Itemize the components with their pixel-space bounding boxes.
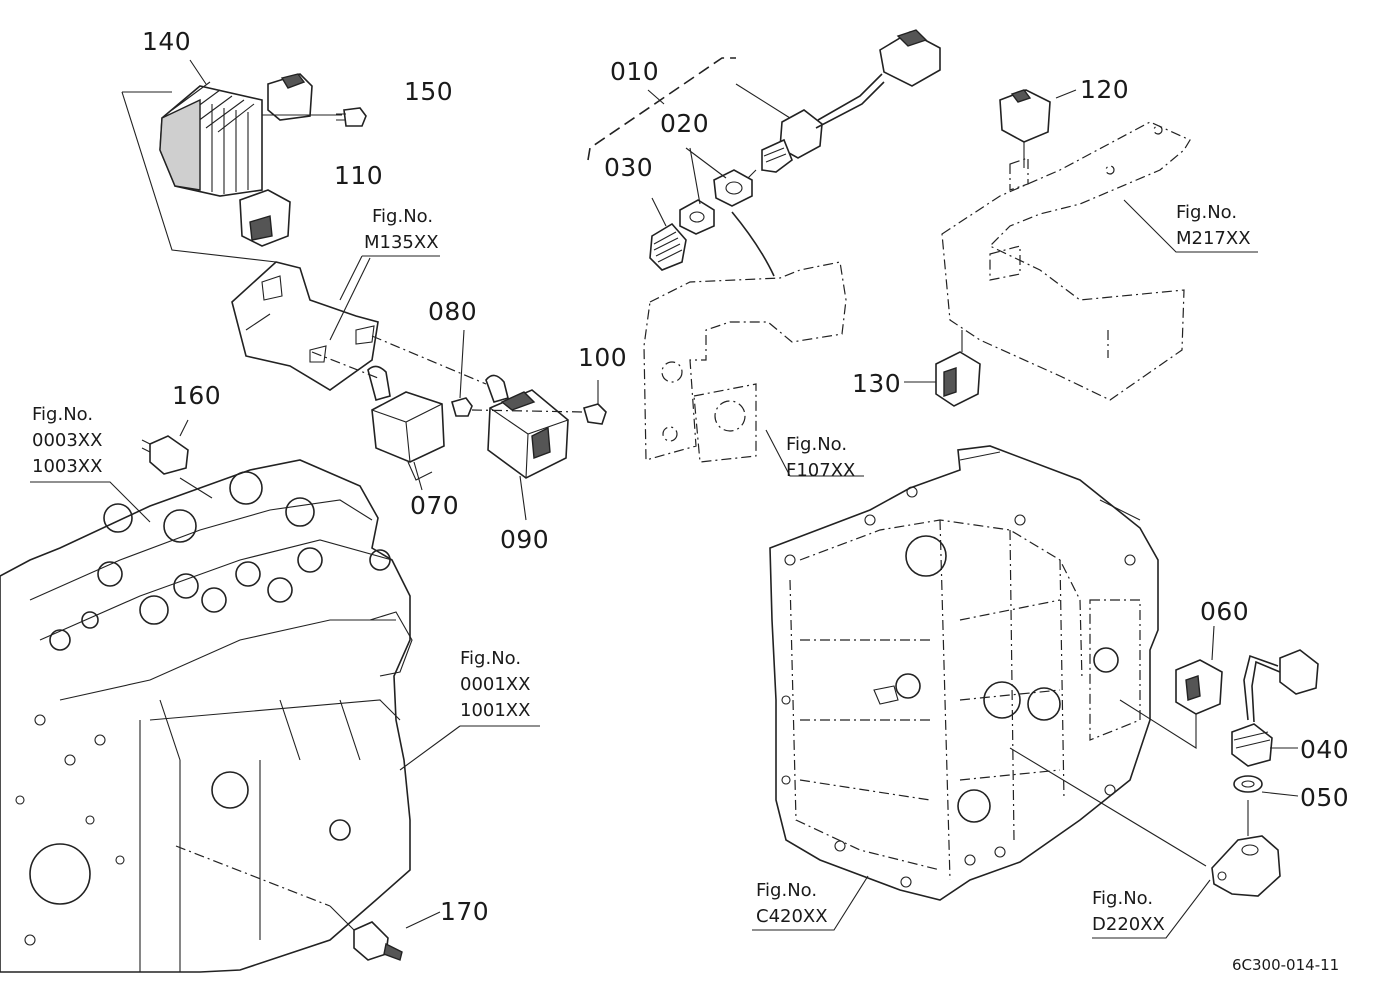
sensor-part-170 xyxy=(175,845,441,961)
callout-110: 110 xyxy=(334,161,383,190)
switch-part-060 xyxy=(1119,625,1223,749)
figref-m135: Fig.No. M135XX xyxy=(339,206,440,301)
figref-0003-prefix: Fig.No. xyxy=(32,404,93,425)
callout-150: 150 xyxy=(404,77,453,106)
figref-f107: Fig.No. F107XX xyxy=(786,434,855,481)
callout-030: 030 xyxy=(604,153,653,182)
switch-part-010 xyxy=(587,29,941,187)
callout-010: 010 xyxy=(610,57,659,86)
figref-0001-prefix: Fig.No. xyxy=(460,648,521,669)
bolt-part-100 xyxy=(583,403,607,425)
bracket-m217 xyxy=(941,121,1191,401)
callout-120: 120 xyxy=(1080,75,1129,104)
callout-040: 040 xyxy=(1300,735,1349,764)
callout-160: 160 xyxy=(172,381,221,410)
sensor-part-160 xyxy=(141,419,213,499)
relay-part-070 xyxy=(367,365,445,481)
figref-c420: Fig.No. C420XX xyxy=(756,880,828,927)
figref-d220-code: D220XX xyxy=(1092,914,1165,935)
figref-0001-code1: 0001XX xyxy=(460,674,530,695)
figref-c420-prefix: Fig.No. xyxy=(756,880,817,901)
callout-080: 080 xyxy=(428,297,477,326)
figref-0003: Fig.No. 0003XX 1003XX xyxy=(32,404,102,477)
callout-130: 130 xyxy=(852,369,901,398)
figref-0003-code1: 0003XX xyxy=(32,430,102,451)
spring-part-030 xyxy=(649,222,687,271)
callout-100: 100 xyxy=(578,343,627,372)
figref-f107-code: F107XX xyxy=(786,460,855,481)
callout-070: 070 xyxy=(410,491,459,520)
drawing-code: 6C300-014-11 xyxy=(1232,956,1339,974)
figref-0001-code2: 1001XX xyxy=(460,700,530,721)
washer-part-050 xyxy=(1233,775,1299,797)
figref-c420-code: C420XX xyxy=(756,906,828,927)
figref-m135-code: M135XX xyxy=(364,232,439,253)
figref-m217: Fig.No. M217XX xyxy=(1176,202,1251,249)
leader-lines-140 xyxy=(121,59,277,263)
regulator-part-140 xyxy=(159,73,342,197)
bracket-m135 xyxy=(231,261,379,391)
relay-part-090 xyxy=(485,374,569,479)
figref-m135-prefix: Fig.No. xyxy=(372,206,433,227)
bracket-f107 xyxy=(643,261,864,477)
figref-d220-prefix: Fig.No. xyxy=(1092,888,1153,909)
bolt-part-150 xyxy=(336,107,367,127)
callout-060: 060 xyxy=(1200,597,1249,626)
figref-m217-code: M217XX xyxy=(1176,228,1251,249)
callout-020: 020 xyxy=(660,109,709,138)
switch-part-120 xyxy=(999,89,1077,168)
leader-line-m217 xyxy=(1123,199,1258,253)
nut-part-020 xyxy=(679,169,753,235)
figref-f107-prefix: Fig.No. xyxy=(786,434,847,455)
connector-part-110 xyxy=(239,189,291,247)
figref-m217-prefix: Fig.No. xyxy=(1176,202,1237,223)
callout-050: 050 xyxy=(1300,783,1349,812)
figref-0003-code2: 1003XX xyxy=(32,456,102,477)
figref-0001: Fig.No. 0001XX 1001XX xyxy=(460,648,530,721)
engine-block-0001 xyxy=(0,459,413,973)
leader-lines-engine xyxy=(30,481,540,771)
callout-140: 140 xyxy=(142,27,191,56)
bolt-part-080 xyxy=(451,397,473,417)
leader-lines-010-030 xyxy=(647,89,775,277)
sensor-part-040 xyxy=(1231,649,1319,767)
leader-lines-070-090 xyxy=(311,257,599,521)
callout-170: 170 xyxy=(440,897,489,926)
leader-line-c420 xyxy=(752,875,869,931)
figref-d220: Fig.No. D220XX xyxy=(1092,888,1165,935)
transmission-case-c420 xyxy=(769,445,1159,901)
housing-d220 xyxy=(1009,747,1281,939)
switch-part-130 xyxy=(904,330,981,407)
callout-090: 090 xyxy=(500,525,549,554)
